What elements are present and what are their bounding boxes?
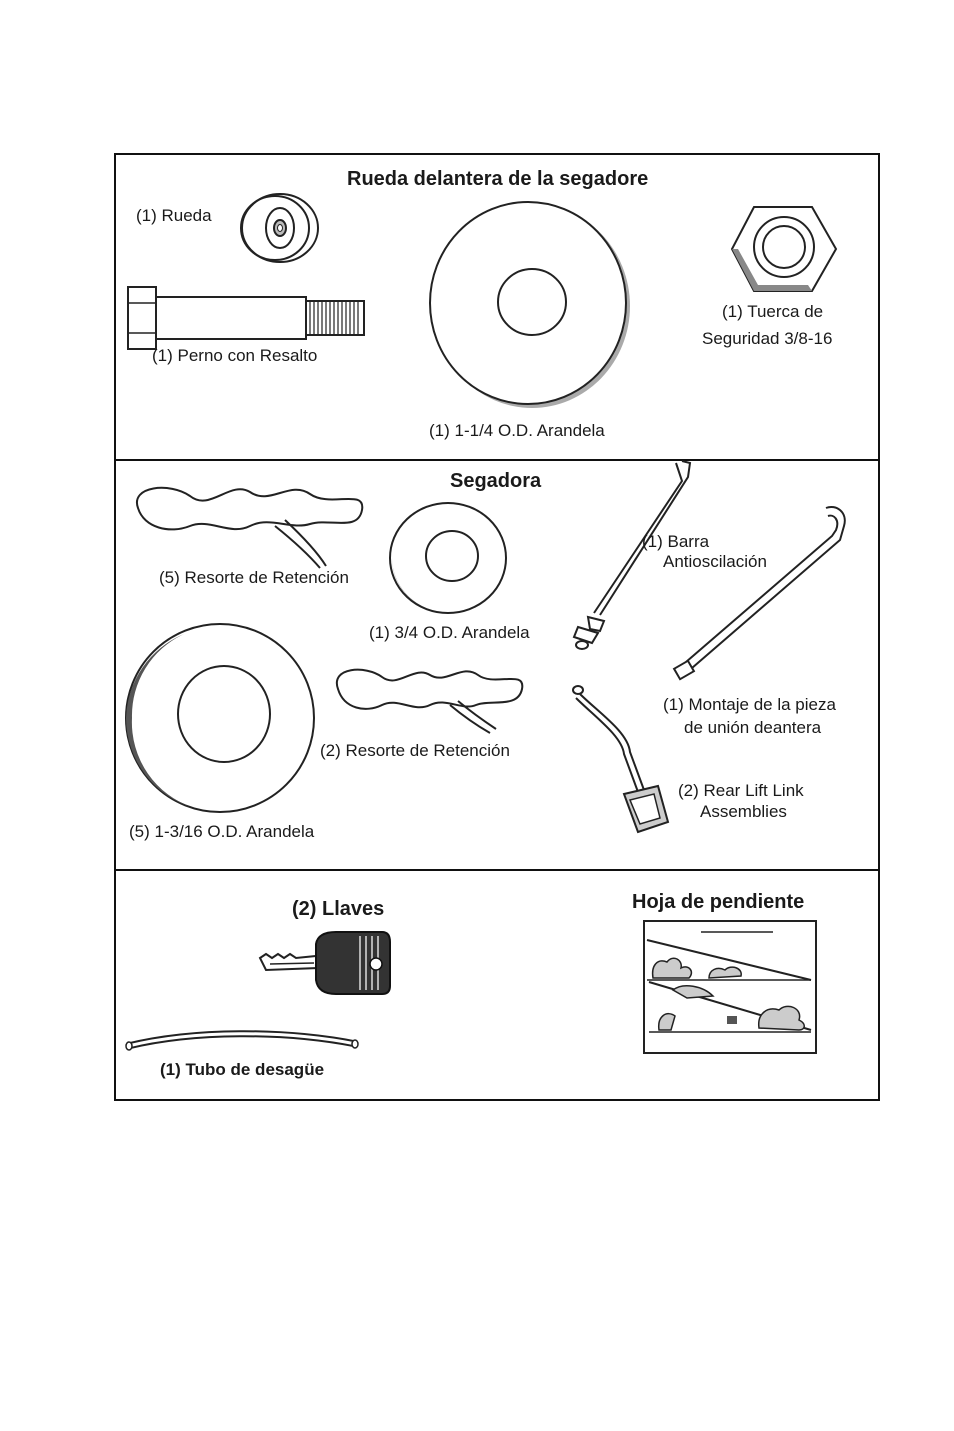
sway-bar-icon xyxy=(572,460,692,650)
parts-frame xyxy=(114,153,880,1101)
shoulder-bolt-icon xyxy=(127,286,365,350)
resorte5-label: (5) Resorte de Retención xyxy=(159,568,349,587)
rueda-label: (1) Rueda xyxy=(136,206,212,225)
front-link-icon xyxy=(672,506,846,681)
rear-lift-link-icon xyxy=(572,685,670,834)
section-divider xyxy=(114,459,880,461)
tuerca-label-2: Seguridad 3/8-16 xyxy=(702,329,833,348)
tuerca-label-1: (1) Tuerca de xyxy=(722,302,824,321)
arandela34-label: (1) 3/4 O.D. Arandela xyxy=(369,623,530,642)
llaves-title: (2) Llaves xyxy=(292,898,385,920)
montaje-label-1: (1) Montaje de la pieza xyxy=(663,695,836,714)
section-divider xyxy=(114,869,880,871)
arandela1316-label: (5) 1-3/16 O.D. Arandela xyxy=(129,822,315,841)
hoja-title: Hoja de pendiente xyxy=(632,891,805,913)
perno-label: (1) Perno con Resalto xyxy=(152,346,318,365)
montaje-label-2: de unión deantera xyxy=(684,718,822,737)
wheel-icon xyxy=(240,193,319,263)
resorte2-label: (2) Resorte de Retención xyxy=(320,741,510,760)
slope-sheet-icon xyxy=(643,920,817,1054)
key-icon xyxy=(258,931,391,995)
medium-washer-icon xyxy=(125,623,315,813)
barra-label-2: Antioscilación xyxy=(663,552,767,571)
small-washer-icon xyxy=(389,502,507,614)
arandela-label: (1) 1-1/4 O.D. Arandela xyxy=(429,421,605,440)
front-wheel-title: Rueda delantera de la segadore xyxy=(347,168,649,190)
tubo-label: (1) Tubo de desagüe xyxy=(160,1060,325,1079)
retaining-spring-icon xyxy=(335,668,524,734)
retaining-spring-icon xyxy=(135,486,364,569)
lock-nut-icon xyxy=(730,206,838,292)
mower-title: Segadora xyxy=(450,470,542,492)
large-washer-icon xyxy=(429,201,630,408)
barra-label-1: (1) Barra xyxy=(642,532,710,551)
rear-lift-label-1: (2) Rear Lift Link xyxy=(678,781,804,800)
drain-tube-icon xyxy=(125,1030,359,1051)
rear-lift-label-2: Assemblies xyxy=(700,802,787,821)
